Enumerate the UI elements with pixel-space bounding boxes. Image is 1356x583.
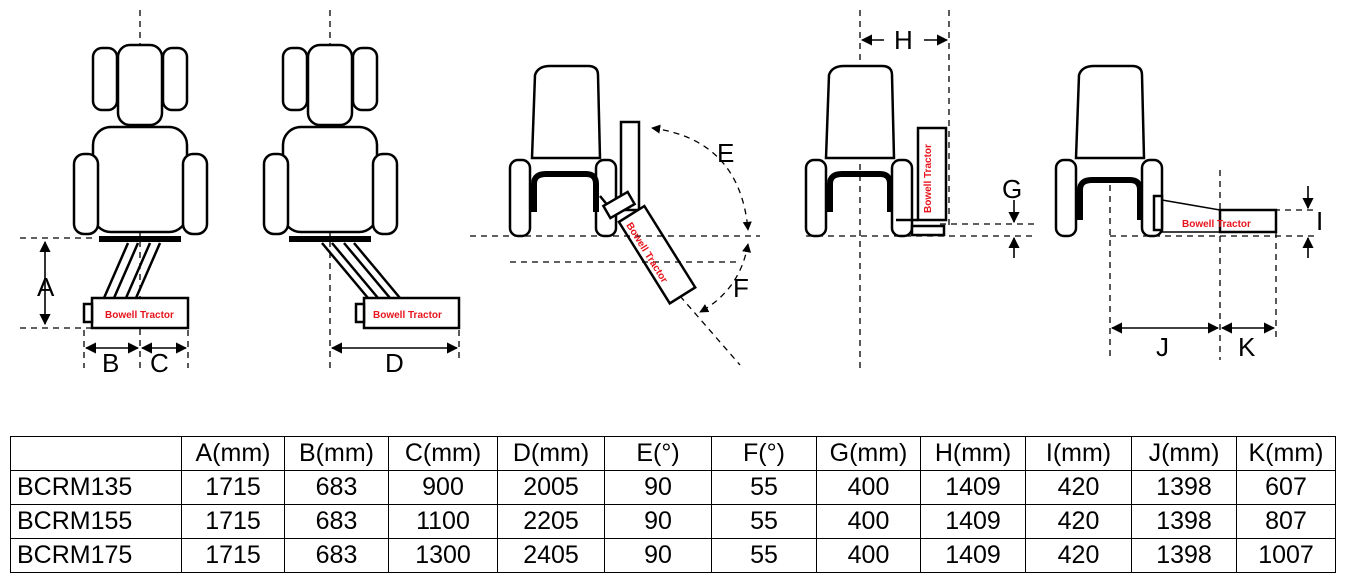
table-row: BCRM135 1715 683 900 2005 90 55 400 1409… (10, 470, 1336, 505)
table-cell: 683 (284, 538, 389, 573)
header-cell: G(mm) (816, 436, 921, 471)
brand-label: Bowell Tractor (105, 310, 174, 321)
header-cell: F(°) (711, 436, 817, 471)
table-cell: 900 (388, 470, 498, 505)
table-cell: 90 (604, 470, 712, 505)
table-cell: 2205 (497, 504, 605, 539)
table-cell: 400 (816, 538, 921, 573)
table-cell: 55 (711, 504, 817, 539)
label-j: J (1156, 332, 1169, 362)
table-cell: 2005 (497, 470, 605, 505)
spec-table: A(mm) B(mm) C(mm) D(mm) E(°) F(°) G(mm) … (10, 436, 1336, 573)
brand-label: Bowell Tractor (923, 144, 934, 213)
label-g: G (1002, 174, 1022, 204)
label-a: A (37, 272, 55, 302)
label-e: E (717, 138, 734, 168)
dimension-diagram: A B C D E F G H I J K Bowell Tractor Bow… (20, 10, 1323, 378)
tractor-top-view-1 (20, 10, 209, 370)
table-cell: 1300 (388, 538, 498, 573)
table-cell: 1409 (920, 504, 1026, 539)
brand-label: Bowell Tractor (373, 310, 442, 321)
header-cell: E(°) (604, 436, 712, 471)
header-cell (10, 436, 182, 471)
table-cell: 90 (604, 504, 712, 539)
table-header-row: A(mm) B(mm) C(mm) D(mm) E(°) F(°) G(mm) … (10, 436, 1336, 471)
label-k: K (1238, 332, 1256, 362)
label-h: H (894, 25, 913, 55)
header-cell: A(mm) (181, 436, 285, 471)
table-cell: 55 (711, 470, 817, 505)
table-cell: 55 (711, 538, 817, 573)
header-cell: C(mm) (388, 436, 498, 471)
table-cell: 1398 (1131, 470, 1237, 505)
header-cell: D(mm) (497, 436, 605, 471)
label-f: F (733, 273, 749, 303)
model-cell: BCRM135 (10, 470, 182, 505)
table-cell: 1100 (388, 504, 498, 539)
header-cell: K(mm) (1236, 436, 1336, 471)
brand-label: Bowell Tractor (1182, 219, 1251, 230)
header-cell: H(mm) (920, 436, 1026, 471)
rear-view-angles (470, 64, 760, 366)
table-cell: 1409 (920, 538, 1026, 573)
table-cell: 1715 (181, 470, 285, 505)
label-c: C (150, 348, 169, 378)
label-b: B (102, 348, 119, 378)
rear-view-reach (1054, 64, 1315, 360)
table-cell: 420 (1025, 504, 1132, 539)
header-cell: B(mm) (284, 436, 389, 471)
table-cell: 1715 (181, 538, 285, 573)
table-cell: 400 (816, 504, 921, 539)
table-cell: 1715 (181, 504, 285, 539)
table-row: BCRM175 1715 683 1300 2405 90 55 400 140… (10, 538, 1336, 573)
rear-view-height (804, 10, 1035, 370)
table-cell: 2405 (497, 538, 605, 573)
tractor-top-view-2 (262, 10, 461, 370)
table-cell: 1409 (920, 470, 1026, 505)
label-d: D (385, 348, 404, 378)
model-cell: BCRM175 (10, 538, 182, 573)
table-cell: 1398 (1131, 538, 1237, 573)
label-i: I (1316, 206, 1323, 236)
model-cell: BCRM155 (10, 504, 182, 539)
table-cell: 1398 (1131, 504, 1237, 539)
table-cell: 683 (284, 504, 389, 539)
table-cell: 400 (816, 470, 921, 505)
table-cell: 607 (1236, 470, 1336, 505)
table-cell: 807 (1236, 504, 1336, 539)
table-cell: 420 (1025, 470, 1132, 505)
table-cell: 420 (1025, 538, 1132, 573)
table-cell: 1007 (1236, 538, 1336, 573)
table-row: BCRM155 1715 683 1100 2205 90 55 400 140… (10, 504, 1336, 539)
table-cell: 90 (604, 538, 712, 573)
table-cell: 683 (284, 470, 389, 505)
header-cell: I(mm) (1025, 436, 1132, 471)
header-cell: J(mm) (1131, 436, 1237, 471)
